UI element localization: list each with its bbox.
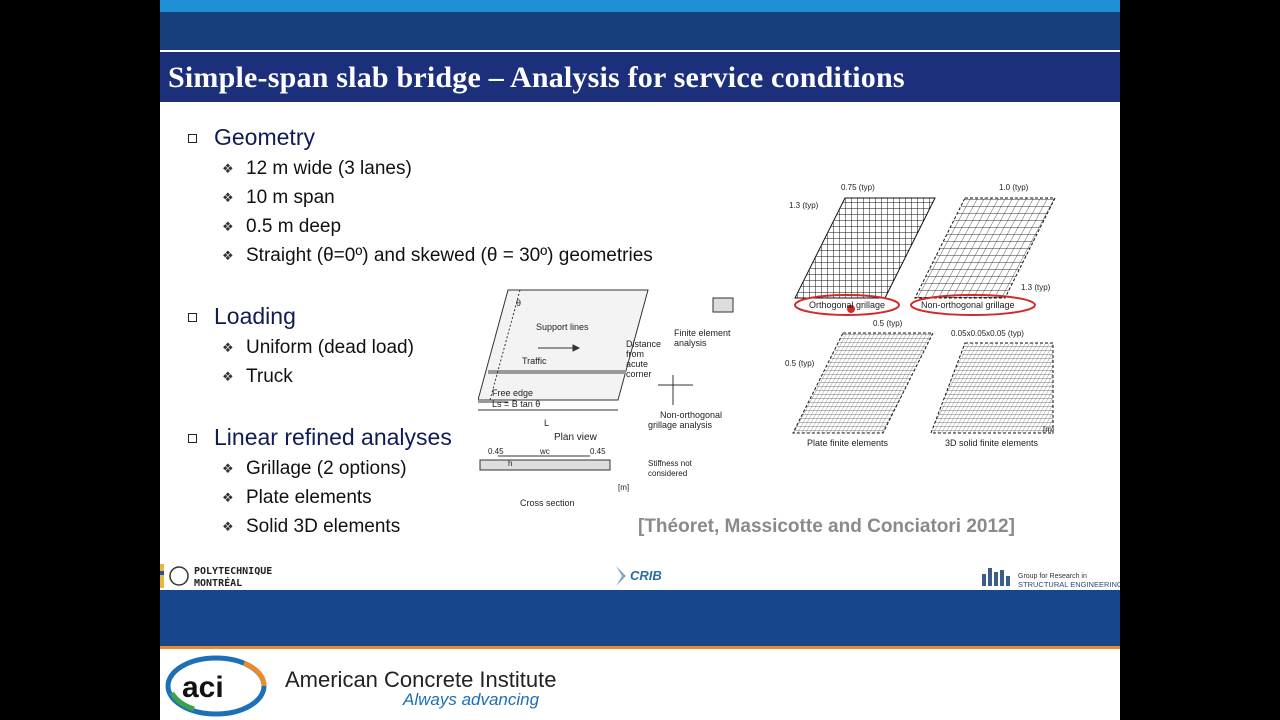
fe-analysis-caption: Finite element (674, 328, 731, 338)
dim-label: 0.75 (typ) (841, 183, 875, 192)
top-accent-band (160, 0, 1120, 12)
nog-analysis-caption: Non-orthogonal (660, 410, 722, 420)
crib-logo: CRIB (616, 566, 662, 586)
fe-element-sketch (712, 297, 734, 313)
orthogonal-grillage-mesh (794, 197, 936, 299)
crib-text: CRIB (630, 568, 662, 583)
section-heading: Linear refined analyses (214, 424, 452, 450)
list-item-text: Straight (θ=0º) and skewed (θ = 30º) geo… (246, 245, 653, 266)
slide: Simple-span slab bridge – Analysis for s… (160, 0, 1120, 720)
dim-label: 1.3 (typ) (789, 201, 819, 210)
aci-tagline: Always advancing (403, 690, 540, 709)
ls-equation: Ls = B tan θ (492, 399, 540, 409)
list-item-text: 12 m wide (3 lanes) (246, 158, 412, 179)
diamond-bullet-icon: ❖ (222, 248, 234, 263)
bridge-sketch-figure: Traffic Support lines Free edge Ls = B t… (478, 289, 734, 508)
theta-label: θ (516, 298, 521, 308)
dim-label: 0.45 (590, 447, 606, 456)
bottom-blue-band (160, 590, 1120, 646)
diamond-bullet-icon: ❖ (222, 161, 234, 176)
poly-line2: MONTRÉAL (194, 576, 242, 589)
arrow-head-icon (572, 344, 581, 352)
group-line1: Group for Research in (1018, 573, 1087, 580)
non-orthogonal-grillage-mesh (914, 197, 1056, 299)
highlight-ellipse (794, 294, 900, 316)
emblem-icon (169, 566, 189, 586)
polytechnique-logo: POLYTECHNIQUE MONTRÉAL (160, 564, 272, 589)
distance-note-line: Distance (626, 339, 661, 349)
diamond-bullet-icon: ❖ (222, 490, 234, 505)
distance-note-line: acute (626, 359, 648, 369)
diamond-bullet-icon: ❖ (222, 190, 234, 205)
citation: [Théoret, Massicotte and Conciatori 2012… (638, 516, 1015, 537)
slide-body: Geometry ❖ 12 m wide (3 lanes) ❖ 10 m sp… (160, 102, 1120, 590)
distance-note-line: from (626, 349, 644, 359)
mesh-options-figure: 0.75 (typ) 1.3 (typ) 1.0 (typ) 1.3 (typ)… (785, 183, 1056, 448)
list-item-text: 0.5 m deep (246, 216, 342, 237)
dim-label: 0.05x0.05x0.05 (typ) (951, 329, 1024, 338)
crib-mark-icon (616, 566, 626, 586)
stiffness-note: Stiffness not (648, 459, 693, 468)
section-heading: Geometry (214, 124, 315, 150)
dim-label: 0.5 (typ) (785, 359, 815, 368)
section-heading: Loading (214, 303, 296, 329)
poly-line1: POLYTECHNIQUE (194, 566, 272, 577)
structural-engineering-logo: Group for Research in STRUCTURAL ENGINEE… (982, 568, 1120, 589)
unit-label: [m] (618, 483, 629, 492)
logo-row: POLYTECHNIQUE MONTRÉAL CRIB Group for Re… (160, 560, 1120, 590)
diamond-bullet-icon: ❖ (222, 219, 234, 234)
plate-elements-mesh (792, 332, 934, 434)
plate-elements-label: Plate finite elements (807, 438, 889, 448)
list-item-text: 10 m span (246, 187, 335, 208)
wc-label: wc (539, 447, 550, 456)
distance-note-line: corner (626, 369, 652, 379)
skewed-slab-plan (478, 289, 649, 401)
unit-label: [m] (1043, 425, 1054, 434)
list-item-text: Grillage (2 options) (246, 458, 407, 479)
l-label: L (544, 418, 549, 428)
group-line2: STRUCTURAL ENGINEERING (1018, 580, 1120, 589)
fe-analysis-caption: analysis (674, 338, 707, 348)
aci-logo: aci (165, 655, 267, 717)
cross-section-caption: Cross section (520, 498, 575, 508)
list-item-text: Truck (246, 366, 293, 387)
plan-view-caption: Plan view (554, 432, 598, 443)
slide-title: Simple-span slab bridge – Analysis for s… (168, 61, 905, 94)
cross-section-slab (479, 459, 611, 471)
aci-logo-text: aci (182, 671, 224, 704)
diamond-bullet-icon: ❖ (222, 461, 234, 476)
aci-footer: aci American Concrete Institute Always a… (160, 646, 1120, 720)
title-bar: Simple-span slab bridge – Analysis for s… (160, 52, 1120, 102)
dim-label: 0.5 (typ) (873, 319, 903, 328)
h-label: h (508, 459, 512, 468)
solid-elements-label: 3D solid finite elements (945, 438, 1039, 448)
diamond-bullet-icon: ❖ (222, 340, 234, 355)
nog-analysis-caption: grillage analysis (648, 420, 713, 430)
list-item-text: Plate elements (246, 487, 372, 508)
support-lines-label: Support lines (536, 322, 589, 332)
dim-label: 0.45 (488, 447, 504, 456)
diamond-bullet-icon: ❖ (222, 519, 234, 534)
aci-name: American Concrete Institute (285, 667, 557, 692)
dashed-edge (489, 289, 521, 401)
non-orthogonal-grillage-label: Non-orthogonal grillage (921, 300, 1015, 310)
orthogonal-grillage-label: Orthogonal grillage (809, 300, 885, 310)
solid-elements-mesh (930, 342, 1054, 434)
free-edge-label: Free edge (492, 388, 533, 398)
dim-label: 1.3 (typ) (1021, 283, 1051, 292)
list-item-text: Uniform (dead load) (246, 337, 414, 358)
cursor-dot-icon (847, 305, 855, 313)
dim-label: 1.0 (typ) (999, 183, 1029, 192)
list-item-text: Solid 3D elements (246, 516, 401, 537)
square-bullet-icon (188, 134, 197, 143)
square-bullet-icon (188, 434, 197, 443)
square-bullet-icon (188, 313, 197, 322)
diamond-bullet-icon: ❖ (222, 369, 234, 384)
traffic-label: Traffic (522, 356, 547, 366)
stiffness-note: considered (648, 469, 687, 478)
highlight-ellipse (910, 294, 1036, 316)
top-header-band (160, 12, 1120, 50)
